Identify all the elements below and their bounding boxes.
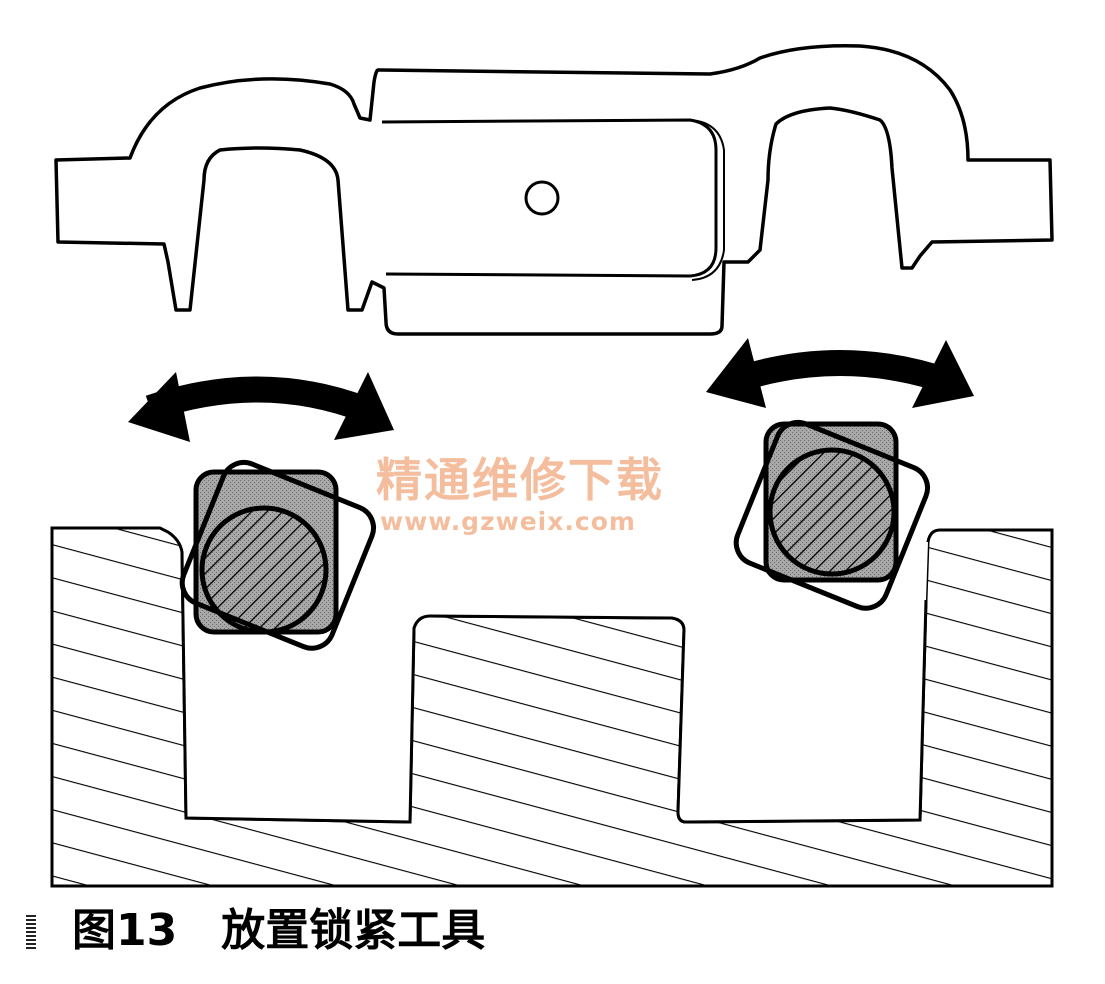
camshaft-locking-tool — [54, 44, 1054, 336]
watermark-url: www.gzweix.com — [380, 507, 636, 536]
right-camshaft — [733, 419, 931, 611]
right-camshaft-section — [767, 447, 897, 577]
right-double-arrow-icon — [706, 338, 974, 408]
figure-caption: 图13 放置锁紧工具 — [72, 896, 485, 966]
figure-title: 放置锁紧工具 — [221, 905, 486, 956]
left-camshaft-section — [199, 505, 329, 635]
watermark-title: 精通维修下载 — [376, 453, 664, 507]
tool-hole — [524, 180, 560, 216]
watermark: 精通维修下载 www.gzweix.com — [376, 453, 664, 536]
left-camshaft — [179, 459, 377, 651]
figure-number: 图13 — [72, 905, 178, 956]
left-double-arrow-icon — [128, 372, 394, 442]
caption-marker — [26, 913, 36, 949]
cylinder-head-block — [50, 526, 1054, 888]
